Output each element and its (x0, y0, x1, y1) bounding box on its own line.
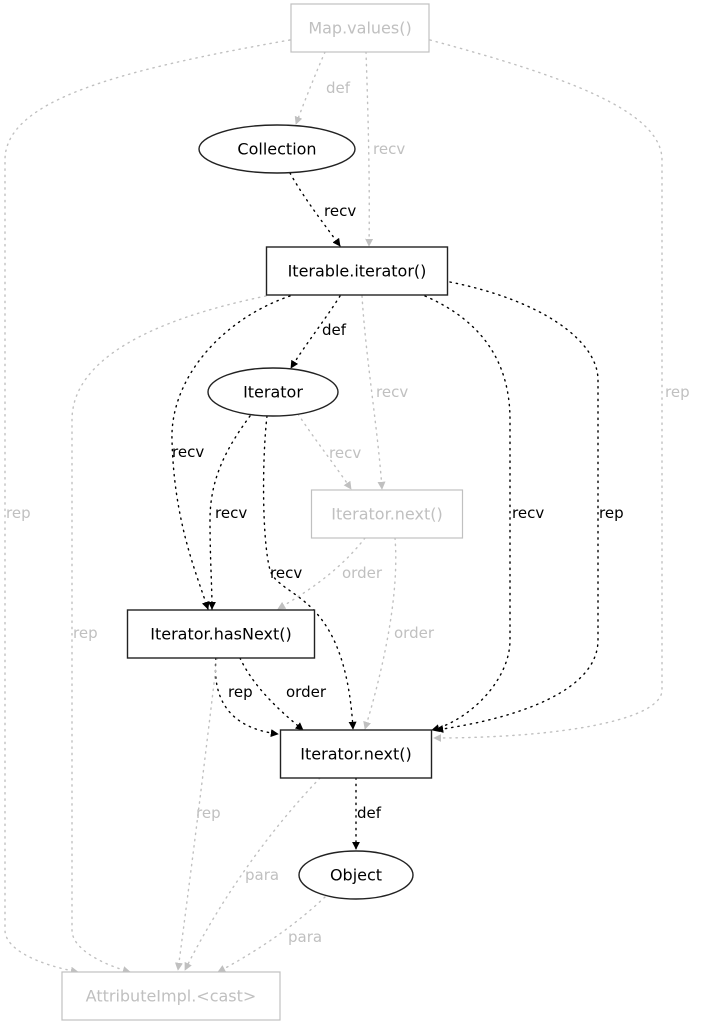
edge-label-order: order (286, 683, 327, 701)
edge-label-para: para (288, 928, 322, 946)
edge-label-def: def (326, 79, 351, 97)
node-label: Object (330, 866, 382, 885)
edge-label-rep: rep (6, 504, 31, 522)
edge-label-recv: recv (329, 444, 361, 462)
node-ellipse (298, 850, 414, 900)
nodes-layer: Map.values() CollectionIterable.iterator(… (61, 3, 464, 1021)
node-box (279, 729, 433, 779)
edge-label-def: def (357, 804, 382, 822)
edge-iterable_iterator-to-iterator_hasnext-recv (171, 295, 291, 610)
node-collection[interactable]: Collection (198, 124, 356, 174)
edge-label-recv: recv (172, 443, 204, 461)
edge-label-order: order (342, 564, 383, 582)
node-ellipse (207, 367, 339, 417)
edge-label-order: order (394, 624, 435, 642)
node-label: Iterator (243, 383, 303, 402)
edge-map_values-to-attributeimpl_cast-rep (4, 39, 291, 975)
node-label: Map.values() (308, 19, 411, 38)
edge-label-rep: rep (599, 504, 624, 522)
node-iterator[interactable]: Iterator (207, 367, 339, 417)
node-map-values[interactable]: Map.values() (290, 3, 430, 53)
edge-iterable_iterator-to-attributeimpl_cast-rep (71, 295, 267, 974)
edge-label-rep: rep (228, 683, 253, 701)
node-box (265, 246, 449, 296)
node-label: AttributeImpl.<cast> (86, 987, 257, 1006)
edge-iterator-to-iterator_next-recv (262, 415, 357, 730)
edge-label-recv: recv (376, 383, 408, 401)
edge-iterator_next_inactive-to-iterator_hasnext-order (277, 537, 366, 610)
node-box (126, 609, 316, 659)
node-box (61, 971, 281, 1021)
node-box (290, 3, 430, 53)
node-attributeimpl-cast[interactable]: AttributeImpl.<cast> (61, 971, 281, 1021)
edge-labels-layer: def recv rep rep recv def recv recv recv rep rep re… (6, 79, 690, 946)
node-box (310, 489, 464, 539)
node-label: Iterator.hasNext() (150, 625, 292, 644)
node-label: Iterator.next() (300, 745, 411, 764)
edge-iterator-to-iterator_next_inactive-recv (297, 413, 352, 490)
node-iterator-next[interactable]: Iterator.next() (279, 729, 433, 779)
edge-iterator_next_inactive-to-iterator_next-order (363, 537, 397, 730)
node-label: Collection (237, 140, 316, 159)
edge-label-recv: recv (512, 504, 544, 522)
edge-label-rep: rep (73, 624, 98, 642)
edge-label-para: para (245, 866, 279, 884)
edge-label-recv: recv (270, 564, 302, 582)
node-ellipse (198, 124, 356, 174)
node-label: Iterable.iterator() (288, 262, 427, 281)
node-iterator-hasnext[interactable]: Iterator.hasNext() (126, 609, 316, 659)
node-iterable-iterator[interactable]: Iterable.iterator() (265, 246, 449, 296)
edge-object-to-attributeimpl_cast-para (217, 896, 326, 973)
edge-label-rep: rep (196, 804, 221, 822)
edge-label-def: def (322, 321, 347, 339)
node-iterator-next-inactive[interactable]: Iterator.next() (310, 489, 464, 539)
node-label: Iterator.next() (331, 505, 442, 524)
edge-map_values-to-iterator_next-rep (429, 39, 663, 742)
edge-map_values-to-iterable_iterator-recv (365, 51, 374, 247)
edge-iterator-to-iterator_hasnext-recv (207, 415, 251, 610)
edge-map_values-to-collection-def (294, 51, 326, 125)
edge-label-recv: recv (373, 140, 405, 158)
edge-iterator_hasnext-to-attributeimpl_cast-rep (174, 657, 218, 971)
edge-label-rep: rep (665, 383, 690, 401)
node-object[interactable]: Object (298, 850, 414, 900)
edge-iterable_iterator-to-iterator-def (290, 295, 341, 369)
edges-layer (4, 39, 663, 975)
edge-label-recv: recv (215, 504, 247, 522)
edge-label-recv: recv (324, 202, 356, 220)
edge-iterator_hasnext-to-iterator_next-order (239, 657, 304, 731)
edge-iterable_iterator-to-iterator_next-rep (435, 281, 599, 733)
